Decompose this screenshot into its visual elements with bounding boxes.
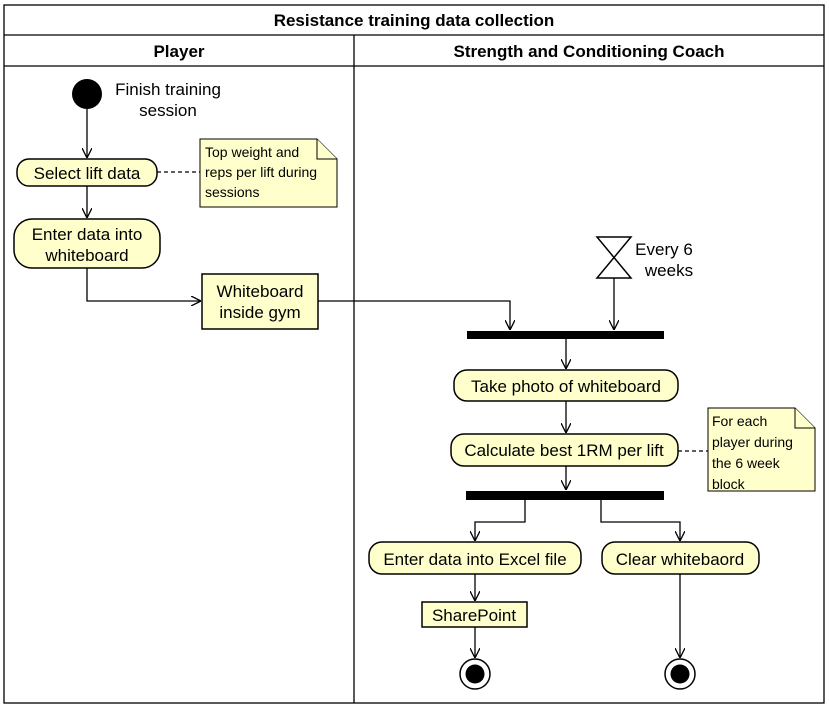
edge-fork-to-excel — [475, 500, 526, 541]
object-sharepoint — [421, 601, 528, 628]
fork-bar — [466, 491, 664, 500]
diagram-title: Resistance training data collection — [274, 11, 555, 30]
action-enter-whiteboard-line1: Enter data into — [32, 225, 143, 244]
end-node-clear — [664, 658, 696, 690]
lane-player-title: Player — [153, 42, 204, 61]
hourglass-icon — [595, 236, 633, 279]
note-top-weight — [199, 138, 338, 208]
edge-enter-to-whiteboard-object — [86, 268, 201, 301]
object-whiteboard-line2: inside gym — [219, 303, 300, 322]
diagram-frame — [3, 4, 825, 704]
note-top-weight-line1: Top weight and — [205, 144, 299, 160]
note-top-weight-line3: sessions — [205, 184, 259, 200]
note-top-weight-line2: reps per lift during — [205, 164, 317, 180]
start-label-line1: Finish training — [115, 80, 221, 99]
edge-whiteboard-to-join — [318, 300, 510, 330]
timer-label-line1: Every 6 — [635, 240, 693, 259]
action-enter-whiteboard-line2: whiteboard — [44, 246, 128, 265]
note-each-player-line4: block — [712, 476, 746, 492]
end-node-excel — [459, 658, 491, 690]
object-whiteboard-line1: Whiteboard — [217, 282, 304, 301]
note-each-player-line3: the 6 week — [712, 455, 781, 471]
action-calc-1rm — [450, 433, 679, 467]
object-sharepoint-label: SharePoint — [432, 606, 516, 625]
start-label-line2: session — [139, 101, 197, 120]
note-each-player-fold — [794, 408, 815, 429]
note-each-player-line2: player during — [712, 434, 793, 450]
action-calc-1rm-label: Calculate best 1RM per lift — [464, 441, 664, 460]
note-each-player-line1: For each — [712, 413, 767, 429]
lane-coach-title: Strength and Conditioning Coach — [453, 42, 724, 61]
edge-fork-to-clear — [600, 500, 680, 541]
action-enter-excel-label: Enter data into Excel file — [383, 550, 566, 569]
start-node — [72, 79, 102, 109]
action-clear-board-label: Clear whitebaord — [616, 550, 745, 569]
note-top-weight-fold — [316, 139, 337, 160]
timer-label-line2: weeks — [644, 261, 693, 280]
join-bar — [467, 331, 664, 339]
action-select-lift-label: Select lift data — [34, 164, 141, 183]
note-each-player — [707, 407, 816, 492]
action-take-photo-label: Take photo of whiteboard — [471, 377, 661, 396]
